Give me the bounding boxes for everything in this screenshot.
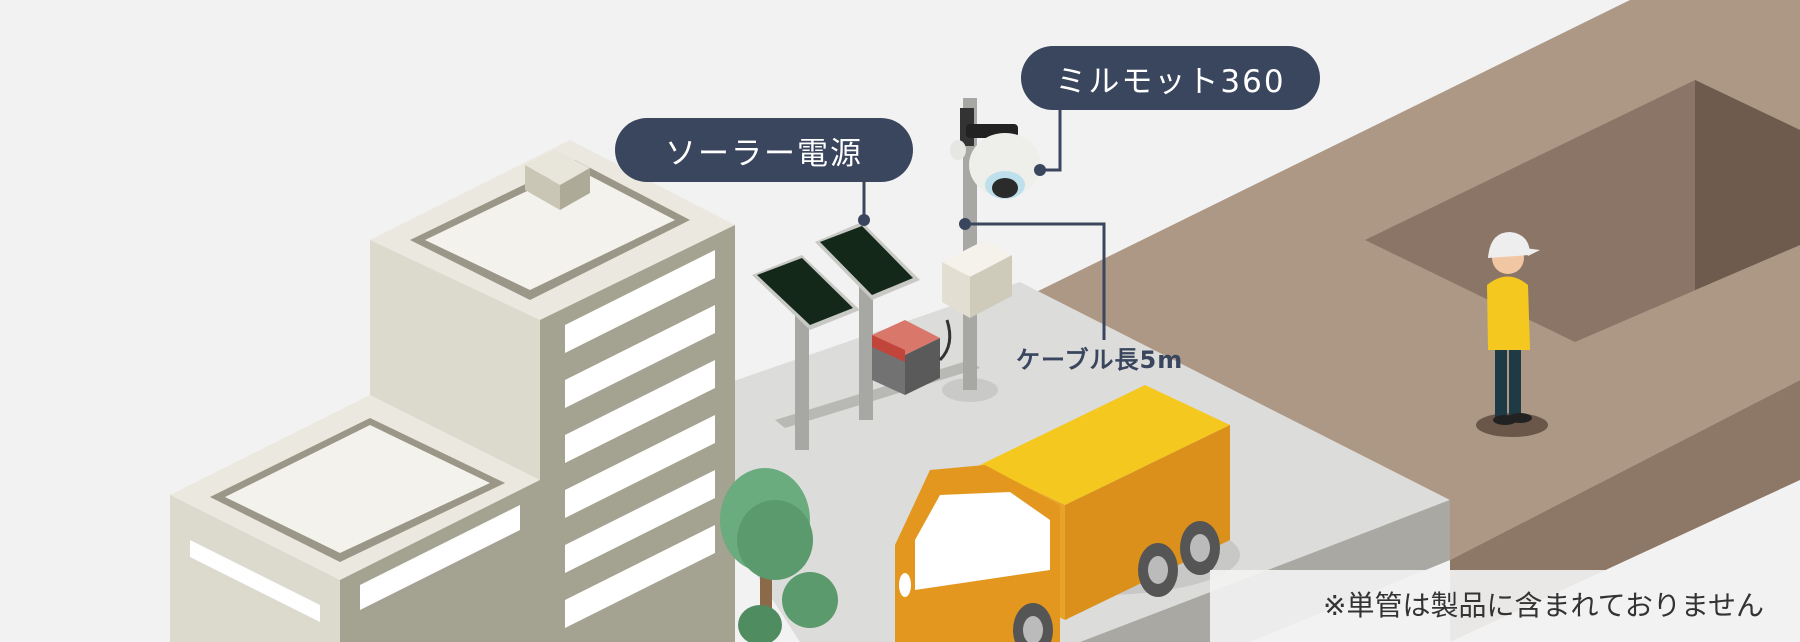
note-backdrop [1210, 570, 1800, 642]
cable-length-label: ケーブル長5m [1016, 346, 1184, 374]
camera-label: ミルモット360 [1021, 46, 1320, 110]
solar-power-label: ソーラー電源 [615, 118, 913, 182]
callout-lines [858, 110, 1106, 340]
camera-pole-unit [938, 98, 1041, 402]
footnote: ※単管は製品に含まれておりません [1323, 589, 1764, 622]
solar-power-unit [752, 222, 980, 450]
truck [895, 385, 1240, 642]
tree [720, 468, 838, 642]
worker [1476, 232, 1548, 437]
low-building [170, 395, 540, 642]
